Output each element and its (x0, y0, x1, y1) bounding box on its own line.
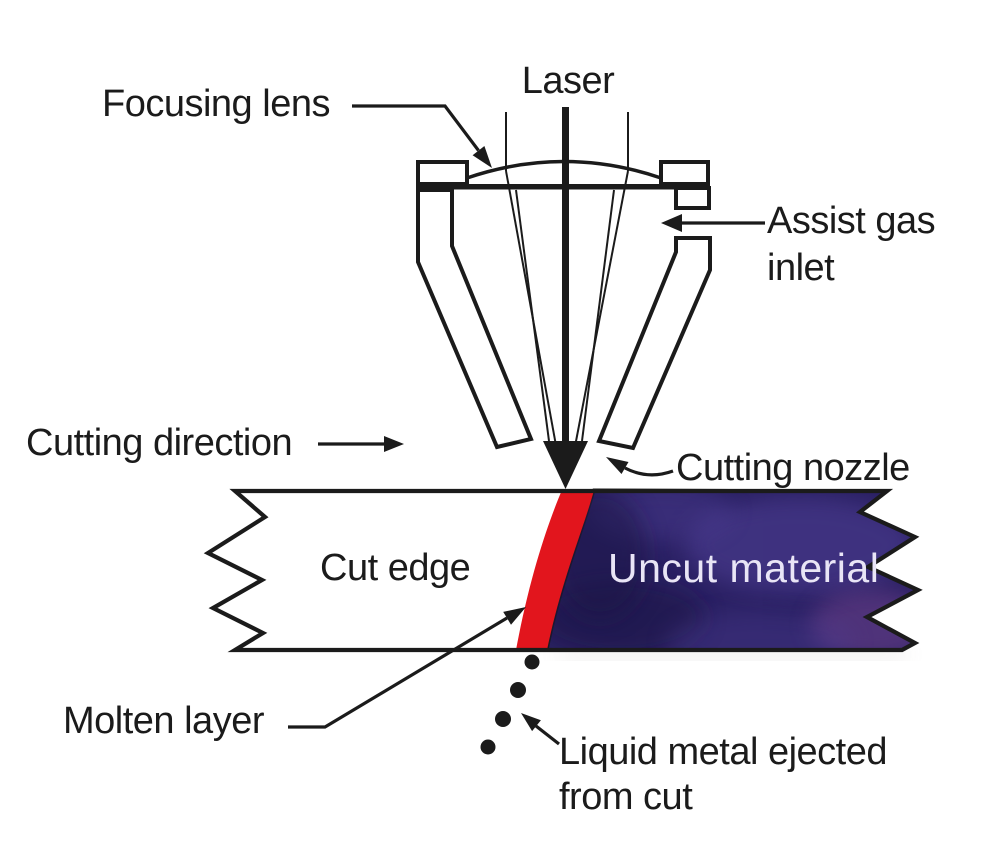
melt-droplet (524, 654, 540, 670)
nozzle-inner-cone-left (515, 189, 550, 442)
beam-axis (562, 107, 569, 452)
slab-shadow (560, 651, 905, 658)
liquid-metal-label: Liquid metal ejected from cut (559, 730, 888, 820)
focusing-lens-leader-arrow (352, 104, 492, 168)
molten-layer-leader-arrow (288, 607, 526, 729)
ejected-droplets (480, 654, 540, 755)
uncut-material-label: Uncut material (608, 545, 880, 591)
laser-label: Laser (521, 60, 615, 102)
assist-gas-inlet-label: Assist gas inlet (767, 198, 936, 292)
laser-beam-arrowhead (543, 441, 588, 489)
cut-edge-label: Cut edge (320, 547, 471, 589)
lens-block-right (659, 160, 710, 186)
assist-gas-inlet-line1: Assist gas (767, 200, 936, 242)
cutting-direction-arrowhead (384, 436, 404, 452)
assist-gas-arrowhead (661, 214, 682, 232)
focusing-lens-label: Focusing lens (102, 83, 330, 125)
melt-droplet (510, 682, 526, 698)
assist-gas-inlet-line2: inlet (767, 247, 835, 289)
liquid-metal-leader-arrow (521, 713, 560, 746)
cutting-direction-arrow (318, 436, 404, 452)
cutting-direction-label: Cutting direction (26, 422, 293, 464)
nozzle-right-arm-lower (596, 236, 712, 451)
lens-assembly (416, 159, 710, 190)
liquid-metal-line2: from cut (559, 776, 693, 818)
nozzle-left-arm (416, 188, 534, 450)
focusing-lens-glass (466, 159, 662, 180)
cutting-nozzle-body (416, 186, 712, 451)
uncut-material-texture (547, 490, 918, 650)
lens-block-left (416, 160, 469, 186)
lens-holder-bar (416, 184, 709, 190)
molten-layer-label: Molten layer (63, 700, 264, 742)
liquid-metal-line1: Liquid metal ejected (559, 731, 888, 773)
beam-edge-right-converging (571, 170, 629, 463)
workpiece-slab-outline (203, 488, 923, 653)
workpiece (203, 488, 923, 658)
cutting-nozzle-label: Cutting nozzle (676, 447, 910, 489)
nozzle-right-arm-upper (674, 186, 711, 210)
nozzle-inner-cone-right (581, 189, 615, 442)
assist-gas-arrow (661, 214, 765, 232)
molten-layer-band (516, 490, 594, 650)
melt-droplet (495, 711, 511, 727)
melt-droplet (480, 739, 496, 755)
cutting-nozzle-leader-arrow (606, 457, 674, 477)
